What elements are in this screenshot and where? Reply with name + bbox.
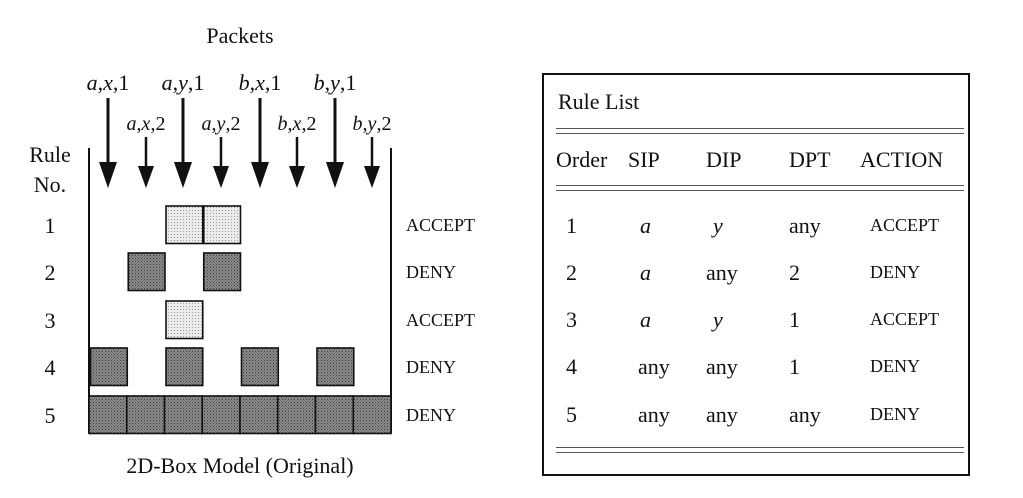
rule-row-5: 5 DENY xyxy=(45,395,456,435)
deny-box xyxy=(89,347,129,387)
rule-cell: a xyxy=(640,260,651,285)
packet-arrows xyxy=(99,98,380,188)
rule-cell: y xyxy=(713,307,723,332)
rule-cell: any xyxy=(638,402,670,427)
packet-label: a,x,2 xyxy=(127,113,166,135)
rule-cell: 1 xyxy=(789,354,800,379)
rule-cell: ACCEPT xyxy=(870,215,940,235)
rule-cell: 1 xyxy=(566,213,577,238)
rule-action: ACCEPT xyxy=(406,215,475,235)
rule-row-1: 1 ACCEPT xyxy=(45,205,475,245)
header-rule-top xyxy=(556,128,964,134)
deny-box xyxy=(202,252,242,292)
rule-number: 3 xyxy=(45,308,56,333)
deny-box xyxy=(316,347,355,387)
rule-cell: any xyxy=(789,213,821,238)
rule-cell: DENY xyxy=(870,404,920,424)
rule-action: ACCEPT xyxy=(406,310,475,330)
packet-label: b,y,1 xyxy=(314,70,357,95)
column-header: DPT xyxy=(789,147,831,172)
deny-box xyxy=(163,395,204,435)
header-rule-bottom xyxy=(556,185,964,191)
rule-number: 5 xyxy=(45,403,56,428)
rule-action: DENY xyxy=(406,262,456,282)
footer-rule xyxy=(556,447,964,453)
rule-cell: any xyxy=(706,260,738,285)
rule-cell: DENY xyxy=(870,262,920,282)
deny-box xyxy=(239,395,279,435)
column-header: SIP xyxy=(628,147,660,172)
accept-box xyxy=(165,205,204,245)
rule-cell: any xyxy=(789,402,821,427)
column-header: ACTION xyxy=(860,147,944,172)
packet-arrow xyxy=(174,98,192,188)
no-label: No. xyxy=(34,172,66,197)
packet-arrow xyxy=(289,137,305,188)
rule-list-title: Rule List xyxy=(558,89,640,114)
column-header: Order xyxy=(556,147,608,172)
packet-label: a,y,2 xyxy=(202,113,241,135)
rule-action: DENY xyxy=(406,405,456,425)
packet-label: b,y,2 xyxy=(353,113,392,135)
packet-label: a,y,1 xyxy=(162,70,205,95)
packet-arrow xyxy=(251,98,269,188)
packet-arrow xyxy=(213,137,229,188)
packet-arrow xyxy=(364,137,380,188)
accept-box xyxy=(202,205,242,245)
rule-cell: 5 xyxy=(566,402,577,427)
deny-box xyxy=(240,347,280,387)
packet-arrow xyxy=(99,98,117,188)
deny-box xyxy=(165,347,204,387)
column-header: DIP xyxy=(706,147,742,172)
rule-cell: 2 xyxy=(789,260,800,285)
deny-box xyxy=(127,252,166,292)
rule-cell: any xyxy=(638,354,670,379)
rule-cell: DENY xyxy=(870,356,920,376)
rule-row-2: 2 DENY xyxy=(45,252,456,292)
deny-box xyxy=(88,395,128,435)
rule-cell: ACCEPT xyxy=(870,309,940,329)
model-caption: 2D-Box Model (Original) xyxy=(126,453,353,478)
packet-label: a,x,1 xyxy=(87,70,130,95)
rule-cell: any xyxy=(706,402,738,427)
deny-box xyxy=(314,395,355,435)
rule-cell: y xyxy=(713,213,723,238)
rule-cell: 2 xyxy=(566,260,577,285)
rule-row-4: 4 DENY xyxy=(45,347,456,387)
packet-label: b,x,2 xyxy=(278,113,317,135)
deny-box xyxy=(276,395,317,435)
packet-arrow xyxy=(326,98,344,188)
packet-arrow xyxy=(138,137,154,188)
rule-number: 4 xyxy=(45,355,56,380)
deny-box xyxy=(201,395,241,435)
rule-cell: a xyxy=(640,213,651,238)
rule-label: Rule xyxy=(29,142,71,167)
accept-box xyxy=(165,300,204,340)
rule-cell: a xyxy=(640,307,651,332)
rule-number: 1 xyxy=(45,213,56,238)
deny-box xyxy=(352,395,392,435)
rule-cell: any xyxy=(706,354,738,379)
rule-action: DENY xyxy=(406,357,456,377)
rule-cell: 4 xyxy=(566,354,577,379)
rule-cell: 1 xyxy=(789,307,800,332)
rule-row-3: 3 ACCEPT xyxy=(45,300,475,340)
packet-labels: a,x,1 a,y,1 b,x,1 b,y,1 a,x,2 a,y,2 b,x,2 b,y,2 xyxy=(87,70,392,135)
packet-label: b,x,1 xyxy=(239,70,282,95)
rule-number: 2 xyxy=(45,260,56,285)
packets-title: Packets xyxy=(206,23,273,48)
deny-box xyxy=(125,395,166,435)
rule-cell: 3 xyxy=(566,307,577,332)
